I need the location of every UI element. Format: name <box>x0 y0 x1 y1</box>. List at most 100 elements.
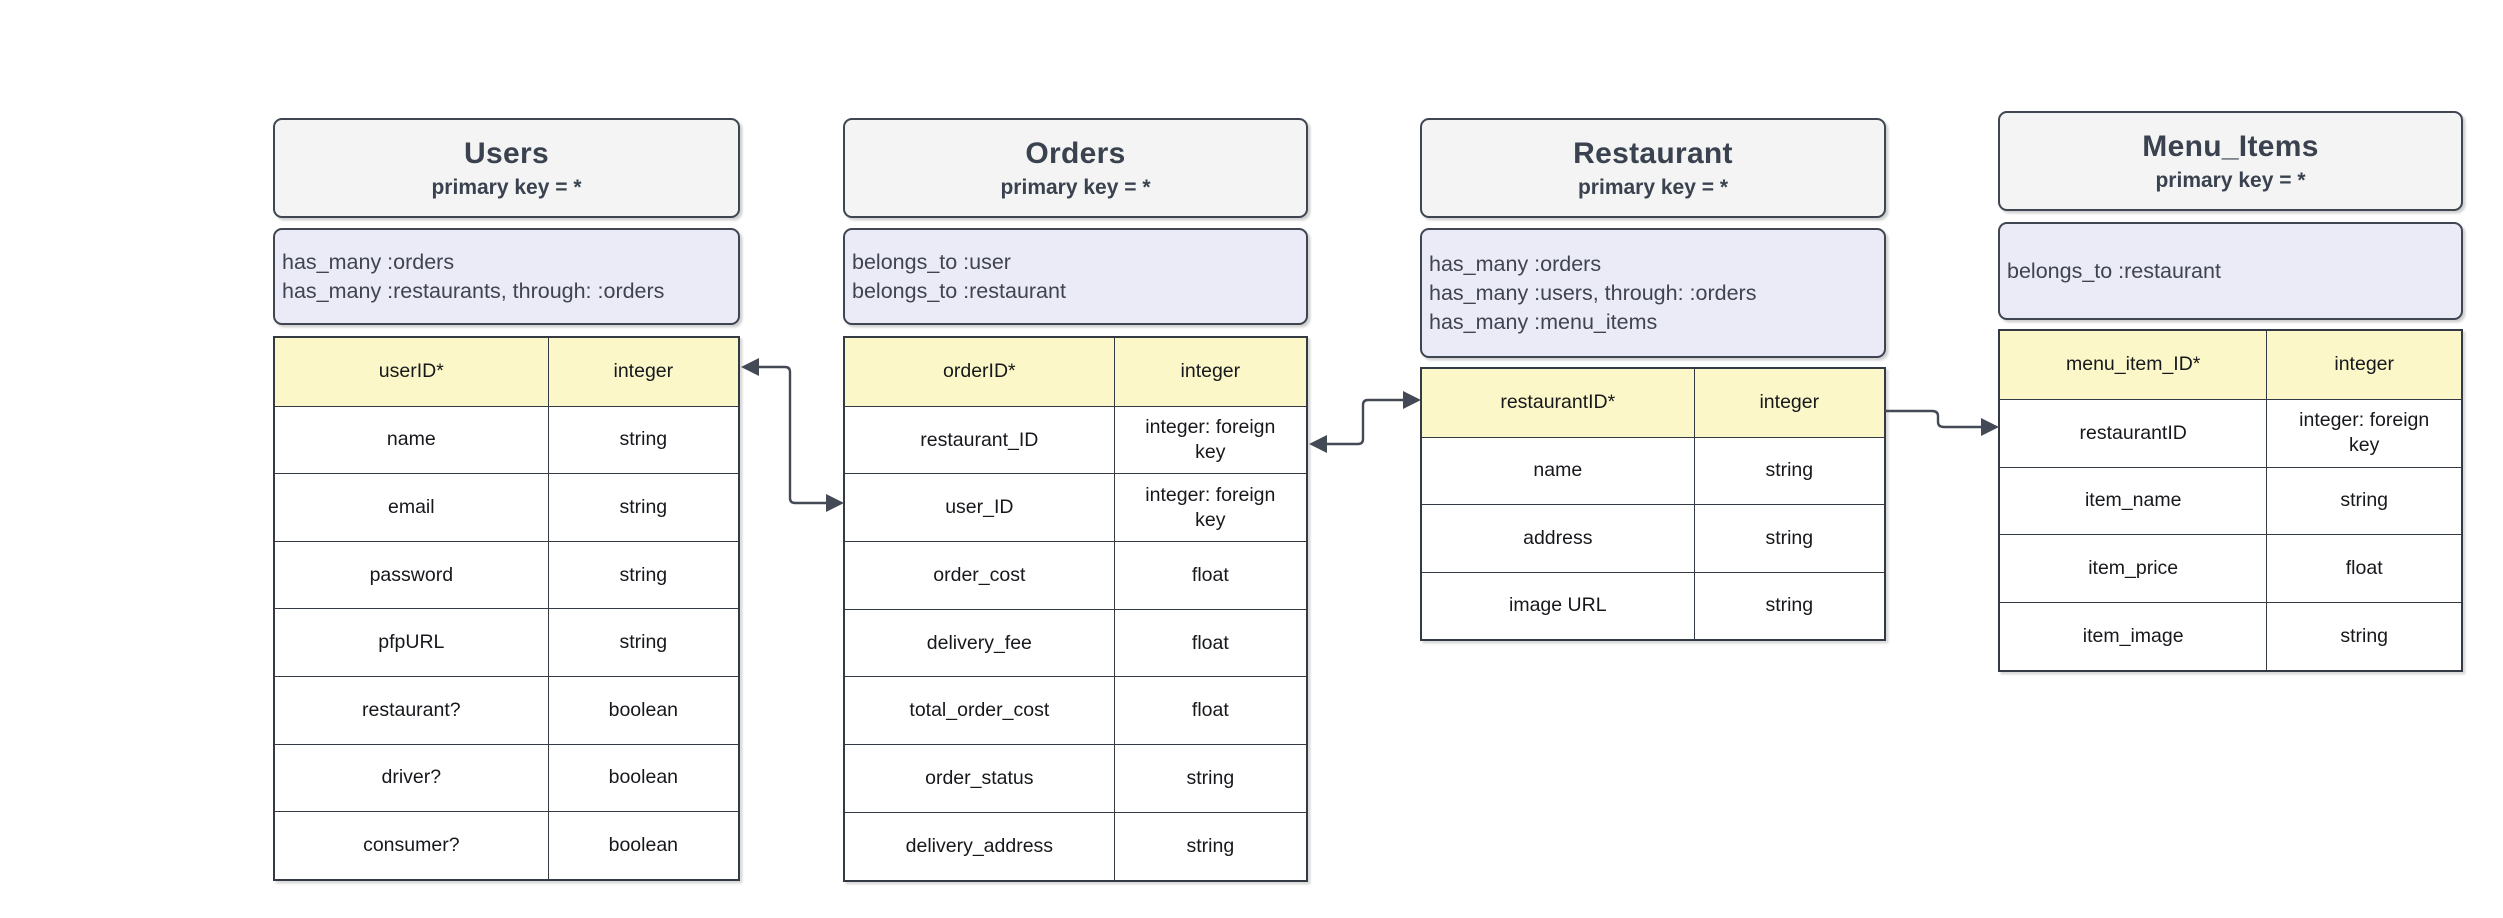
entity-orders-header[interactable]: Orders primary key = * <box>843 118 1308 218</box>
field-name-cell: item_image <box>2000 603 2268 670</box>
field-row: order_cost float <box>845 541 1306 609</box>
arrowhead-right-icon <box>1403 391 1421 409</box>
field-type-cell: string <box>1186 834 1235 857</box>
field-row: consumer? boolean <box>275 811 738 879</box>
entity-users-header[interactable]: Users primary key = * <box>273 118 740 218</box>
field-name-cell: consumer? <box>275 812 549 879</box>
field-type-cell: boolean <box>608 833 679 856</box>
field-type-cell: boolean <box>608 766 679 789</box>
field-row: menu_item_ID* integer <box>2000 331 2461 399</box>
field-type-cell: string <box>619 563 668 586</box>
relationship-line: belongs_to :user <box>852 249 1011 274</box>
relationship-line: has_many :orders <box>1429 251 1602 276</box>
field-name-cell: delivery_fee <box>845 609 1115 677</box>
field-type-cell: string <box>1765 594 1814 617</box>
field-type-cell: float <box>1191 631 1229 654</box>
relationship-line: has_many :restaurants, through: :orders <box>282 278 665 303</box>
field-row: restaurant? boolean <box>275 675 738 744</box>
field-type-cell: integer: foreign key <box>1145 483 1276 531</box>
field-name-cell: delivery_address <box>845 812 1115 880</box>
relationship-line: belongs_to :restaurant <box>852 278 1066 303</box>
entity-users-table[interactable]: userID* integer name string email string… <box>273 336 740 881</box>
field-name-cell: restaurantID* <box>1422 369 1695 437</box>
field-row: restaurantID* integer <box>1422 369 1884 437</box>
entity-menu-items-title: Menu_Items <box>2142 129 2319 163</box>
field-name-cell: orderID* <box>845 338 1115 406</box>
entity-users-subtitle: primary key = * <box>431 175 582 199</box>
field-row: delivery_address string <box>845 811 1306 880</box>
entity-restaurant-title: Restaurant <box>1573 136 1733 170</box>
arrowhead-right-icon <box>826 494 844 512</box>
field-row: restaurantID integer: foreign key <box>2000 398 2461 467</box>
field-type-cell: boolean <box>608 698 679 721</box>
field-row: item_price float <box>2000 534 2461 603</box>
field-name-cell: menu_item_ID* <box>2000 331 2268 399</box>
field-row: item_image string <box>2000 602 2461 670</box>
field-name-cell: item_price <box>2000 535 2268 603</box>
connector-restaurant-menu-items[interactable] <box>1884 409 1999 436</box>
field-type-cell: string <box>1765 526 1814 549</box>
field-row: userID* integer <box>275 338 738 406</box>
entity-users-relationships[interactable]: has_many :orders has_many :restaurants, … <box>273 228 740 325</box>
field-row: delivery_fee float <box>845 608 1306 677</box>
entity-menu-items-header[interactable]: Menu_Items primary key = * <box>1998 111 2463 211</box>
field-row: item_name string <box>2000 466 2461 535</box>
field-name-cell: name <box>1422 437 1695 504</box>
arrowhead-left-icon <box>741 358 759 376</box>
field-row: user_ID integer: foreign key <box>845 473 1306 542</box>
relationship-line: has_many :menu_items <box>1429 309 1658 334</box>
field-type-cell: string <box>1186 766 1235 789</box>
connector-users-orders[interactable] <box>741 358 844 512</box>
arrowhead-right-icon <box>1981 418 1999 436</box>
field-type-cell: float <box>2345 557 2383 580</box>
field-type-cell: float <box>1191 699 1229 722</box>
field-name-cell: user_ID <box>845 474 1115 542</box>
field-type-cell: integer <box>1180 360 1241 383</box>
field-type-cell: string <box>1765 459 1814 482</box>
field-name-cell: order_cost <box>845 542 1115 609</box>
field-name-cell: address <box>1422 505 1695 572</box>
relationship-line: has_many :orders <box>282 249 455 274</box>
entity-orders-title: Orders <box>1025 136 1126 170</box>
field-type-cell: string <box>619 428 668 451</box>
field-name-cell: restaurant_ID <box>845 406 1115 474</box>
entity-orders-table[interactable]: orderID* integer restaurant_ID integer: … <box>843 336 1308 882</box>
field-name-cell: image URL <box>1422 572 1695 639</box>
field-name-cell: password <box>275 541 549 609</box>
field-type-cell: integer: foreign key <box>1145 416 1276 464</box>
field-row: name string <box>275 405 738 474</box>
field-name-cell: userID* <box>275 338 549 406</box>
entity-users-title: Users <box>464 136 549 170</box>
field-name-cell: item_name <box>2000 467 2268 535</box>
entity-restaurant-header[interactable]: Restaurant primary key = * <box>1420 118 1886 218</box>
field-type-cell: float <box>1191 563 1229 586</box>
field-row: pfpURL string <box>275 608 738 676</box>
field-row: address string <box>1422 504 1884 572</box>
entity-orders-subtitle: primary key = * <box>1000 175 1151 199</box>
field-row: order_status string <box>845 744 1306 812</box>
entity-restaurant-relationships[interactable]: has_many :orders has_many :users, throug… <box>1420 228 1886 358</box>
field-name-cell: driver? <box>275 744 549 812</box>
field-row: total_order_cost float <box>845 676 1306 745</box>
arrowhead-left-icon <box>1309 435 1327 453</box>
field-name-cell: email <box>275 474 549 541</box>
field-row: restaurant_ID integer: foreign key <box>845 405 1306 474</box>
relationship-line: belongs_to :restaurant <box>2007 258 2221 283</box>
field-name-cell: name <box>275 406 549 474</box>
field-name-cell: pfpURL <box>275 609 549 676</box>
entity-restaurant-table[interactable]: restaurantID* integer name string addres… <box>1420 367 1886 641</box>
field-type-cell: string <box>619 631 668 654</box>
field-type-cell: integer <box>1759 391 1820 414</box>
entity-orders-relationships[interactable]: belongs_to :user belongs_to :restaurant <box>843 228 1308 325</box>
field-type-cell: integer <box>2334 353 2394 376</box>
field-row: password string <box>275 540 738 609</box>
field-name-cell: restaurant? <box>275 676 549 744</box>
entity-menu-items-table[interactable]: menu_item_ID* integer restaurantID integ… <box>1998 329 2463 672</box>
field-name-cell: total_order_cost <box>845 677 1115 745</box>
field-type-cell: string <box>2340 625 2389 648</box>
field-name-cell: restaurantID <box>2000 399 2268 467</box>
entity-menu-items-relationships[interactable]: belongs_to :restaurant <box>1998 222 2463 320</box>
field-row: driver? boolean <box>275 743 738 812</box>
connector-orders-restaurant[interactable] <box>1309 391 1421 453</box>
